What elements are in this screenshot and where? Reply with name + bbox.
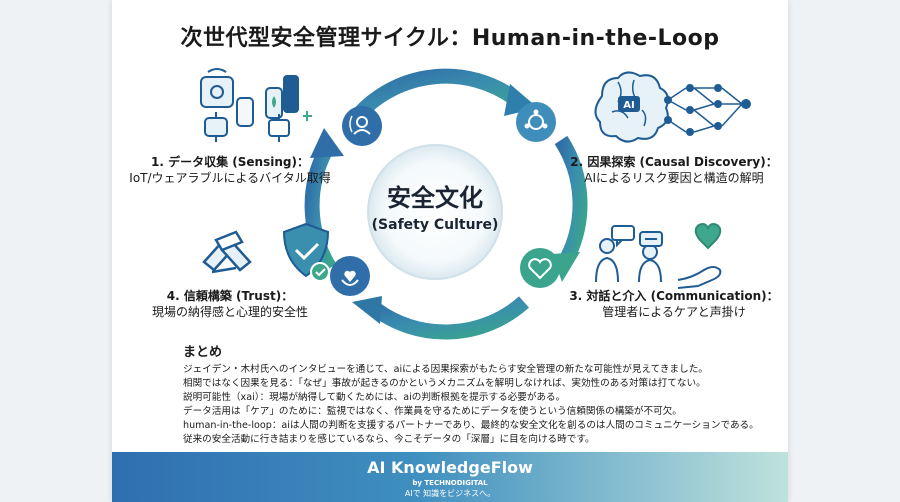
stage-label-sensing: 1. データ収集 (Sensing)： IoT/ウェアラブルによるバイタル取得 bbox=[116, 154, 344, 186]
arc-arrow-right bbox=[554, 135, 588, 264]
footer-byline: by TECHNODIGITAL bbox=[412, 479, 488, 487]
arrow-heads bbox=[310, 84, 580, 324]
node-communication bbox=[520, 248, 560, 288]
stage-heading: 4. 信頼構築 (Trust)： bbox=[166, 289, 294, 303]
infographic-card: 次世代型安全管理サイクル：Human-in-the-Loop bbox=[112, 0, 788, 502]
stage-description: 現場の納得感と心理的安全性 bbox=[151, 305, 308, 319]
conversation-care-icon bbox=[595, 223, 722, 289]
summary-line: 説明可能性（xai）：現場が納得して動くためには、aiの判断根拠を提示する必要が… bbox=[183, 392, 566, 403]
center-main-label: 安全文化 bbox=[387, 184, 483, 212]
footer-tagline: AIで 知識をビジネスへ。 bbox=[404, 489, 496, 498]
stage-label-communication: 3. 対話と介入 (Communication)： 管理者によるケアと声掛け bbox=[560, 288, 788, 320]
iot-devices-icon bbox=[200, 68, 312, 142]
summary-line: データ活用は「ケア」のために：監視ではなく、作業員を守るためにデータを使うという… bbox=[183, 406, 682, 417]
ai-chip-label: AI bbox=[623, 100, 634, 111]
ai-brain-graph-icon: AI bbox=[594, 71, 751, 143]
stage-description: AIによるリスク要因と構造の解明 bbox=[584, 171, 764, 185]
stage-heading: 3. 対話と介入 (Communication)： bbox=[569, 289, 779, 303]
stage-label-causal: 2. 因果探索 (Causal Discovery)： AIによるリスク要因と構… bbox=[560, 154, 788, 186]
node-trust bbox=[330, 256, 370, 296]
summary-section: まとめ ジェイデン・木村氏へのインタビューを通じて、aiによる因果探索がもたらす… bbox=[183, 346, 783, 447]
summary-line: 従来の安全活動に行き詰まりを感じているなら、今こそデータの「深層」に目を向ける時… bbox=[183, 434, 595, 445]
summary-title: まとめ bbox=[183, 345, 223, 360]
center-sub-label: (Safety Culture) bbox=[371, 217, 499, 233]
summary-line: 相関ではなく因果を見る：「なぜ」事故が起きるのかというメカニズムを解明しなければ… bbox=[183, 378, 706, 389]
node-causal bbox=[516, 102, 556, 142]
stage-description: IoT/ウェアラブルによるバイタル取得 bbox=[129, 171, 331, 185]
node-sensing bbox=[342, 106, 382, 146]
footer-brand: AI KnowledgeFlow bbox=[367, 458, 533, 477]
arc-arrow-top bbox=[354, 68, 519, 119]
cycle-diagram: AI bbox=[200, 68, 751, 340]
summary-line: human-in-the-loop：aiは人間の判断を支援するパートナーであり、… bbox=[183, 420, 759, 431]
stage-heading: 2. 因果探索 (Causal Discovery)： bbox=[570, 155, 778, 169]
center-label: 安全文化 (Safety Culture) bbox=[368, 178, 502, 233]
stage-label-trust: 4. 信頼構築 (Trust)： 現場の納得感と心理的安全性 bbox=[116, 288, 344, 320]
footer-banner: AI KnowledgeFlow by TECHNODIGITAL AIで 知識… bbox=[112, 452, 788, 502]
handshake-shield-icon bbox=[202, 222, 330, 282]
stage-heading: 1. データ収集 (Sensing)： bbox=[151, 155, 309, 169]
center-circle bbox=[367, 144, 503, 280]
arc-arrow-bottom bbox=[369, 296, 529, 340]
stage-description: 管理者によるケアと声掛け bbox=[602, 305, 746, 319]
page-title: 次世代型安全管理サイクル：Human-in-the-Loop bbox=[180, 26, 720, 51]
summary-line: ジェイデン・木村氏へのインタビューを通じて、aiによる因果探索がもたらす安全管理… bbox=[183, 364, 708, 375]
